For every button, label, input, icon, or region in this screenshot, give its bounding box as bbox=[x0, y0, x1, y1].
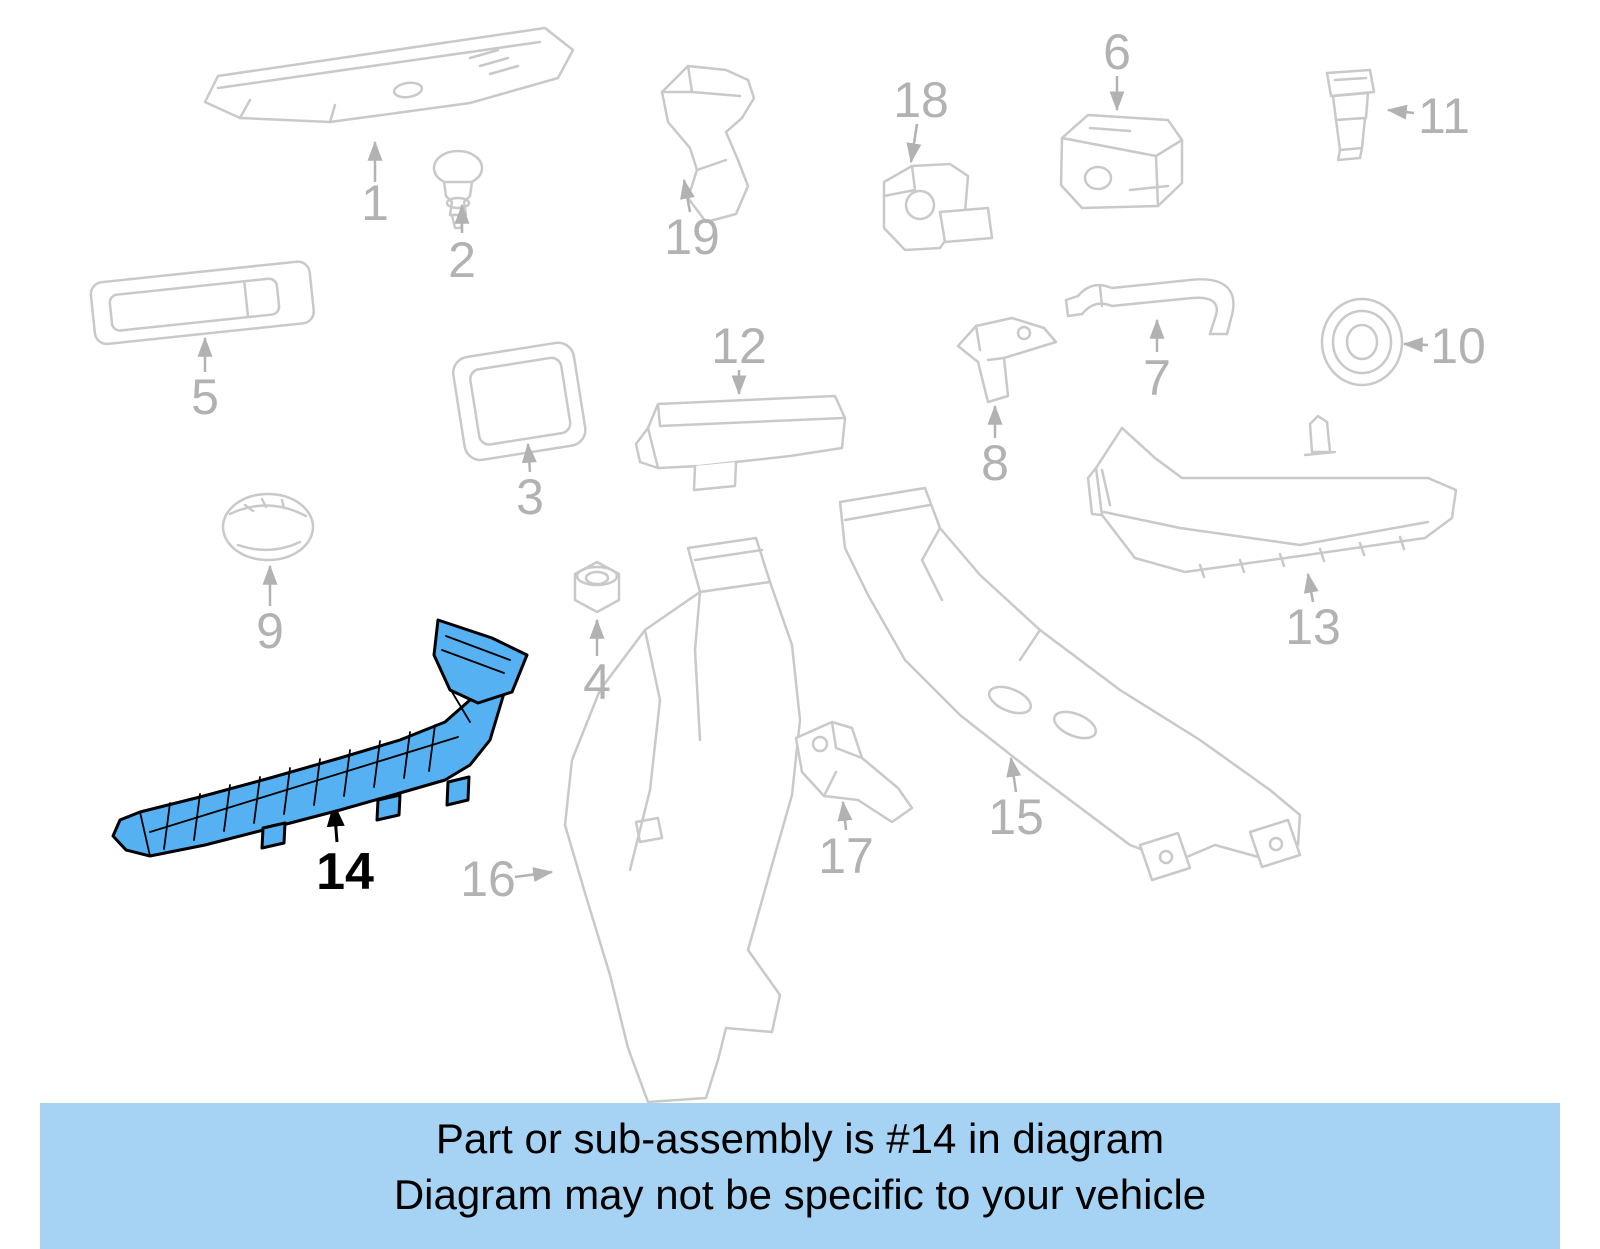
callout-label-13: 13 bbox=[1285, 599, 1341, 655]
callout-label-4: 4 bbox=[583, 654, 611, 710]
callout-label-15: 15 bbox=[988, 789, 1044, 845]
callout-label-8: 8 bbox=[981, 435, 1009, 491]
part-drawing-4 bbox=[573, 560, 621, 614]
part-drawing-5 bbox=[89, 260, 316, 346]
callout-label-7: 7 bbox=[1143, 350, 1171, 406]
arrow-to-part-16 bbox=[514, 867, 554, 882]
part-drawing-6 bbox=[1059, 113, 1184, 210]
part-drawing-14-highlighted bbox=[111, 618, 529, 858]
banner-line-2: Diagram may not be specific to your vehi… bbox=[393, 1171, 1207, 1218]
arrow-to-part-18 bbox=[906, 123, 922, 164]
part-drawing-15 bbox=[838, 486, 1302, 882]
callout-label-16: 16 bbox=[460, 851, 516, 907]
callout-label-17: 17 bbox=[818, 828, 874, 884]
callout-label-12: 12 bbox=[711, 318, 767, 374]
part-drawing-8 bbox=[956, 316, 1058, 404]
callout-label-10: 10 bbox=[1430, 318, 1486, 374]
callout-label-18: 18 bbox=[893, 72, 949, 128]
arrow-to-part-3 bbox=[521, 442, 537, 473]
arrow-to-part-10 bbox=[1402, 337, 1429, 353]
callout-label-5: 5 bbox=[191, 369, 219, 425]
part-drawing-9 bbox=[221, 492, 315, 562]
callout-label-19: 19 bbox=[664, 209, 720, 265]
callout-label-14-highlighted: 14 bbox=[316, 843, 374, 901]
callout-label-6: 6 bbox=[1103, 24, 1131, 80]
diagram-note-banner: Part or sub-assembly is #14 in diagram D… bbox=[40, 1103, 1560, 1249]
part-drawing-3 bbox=[451, 341, 587, 462]
part-drawing-19 bbox=[660, 64, 756, 224]
callout-label-9: 9 bbox=[256, 603, 284, 659]
arrow-to-part-15 bbox=[1006, 756, 1022, 793]
arrow-to-part-17 bbox=[837, 800, 853, 831]
arrow-to-part-13 bbox=[1303, 572, 1319, 603]
part-drawing-2 bbox=[432, 149, 484, 230]
callout-label-1: 1 bbox=[361, 175, 389, 231]
diagram-canvas bbox=[89, 26, 1458, 1103]
part-drawing-1 bbox=[203, 26, 575, 124]
part-drawing-13 bbox=[1086, 414, 1458, 579]
arrow-to-part-11 bbox=[1386, 104, 1415, 120]
callout-label-3: 3 bbox=[516, 469, 544, 525]
callout-label-11: 11 bbox=[1418, 88, 1470, 144]
arrow-to-part-19 bbox=[680, 178, 695, 213]
banner-line-1: Part or sub-assembly is #14 in diagram bbox=[435, 1115, 1165, 1162]
part-drawing-17 bbox=[794, 720, 914, 824]
callout-label-2: 2 bbox=[448, 232, 476, 288]
part-drawing-10 bbox=[1320, 297, 1404, 387]
part-drawing-11 bbox=[1325, 68, 1376, 162]
part-drawing-7 bbox=[1064, 278, 1235, 336]
part-drawing-18 bbox=[882, 162, 994, 252]
part-drawing-12 bbox=[634, 394, 847, 492]
part-drawing-16 bbox=[563, 536, 802, 1103]
